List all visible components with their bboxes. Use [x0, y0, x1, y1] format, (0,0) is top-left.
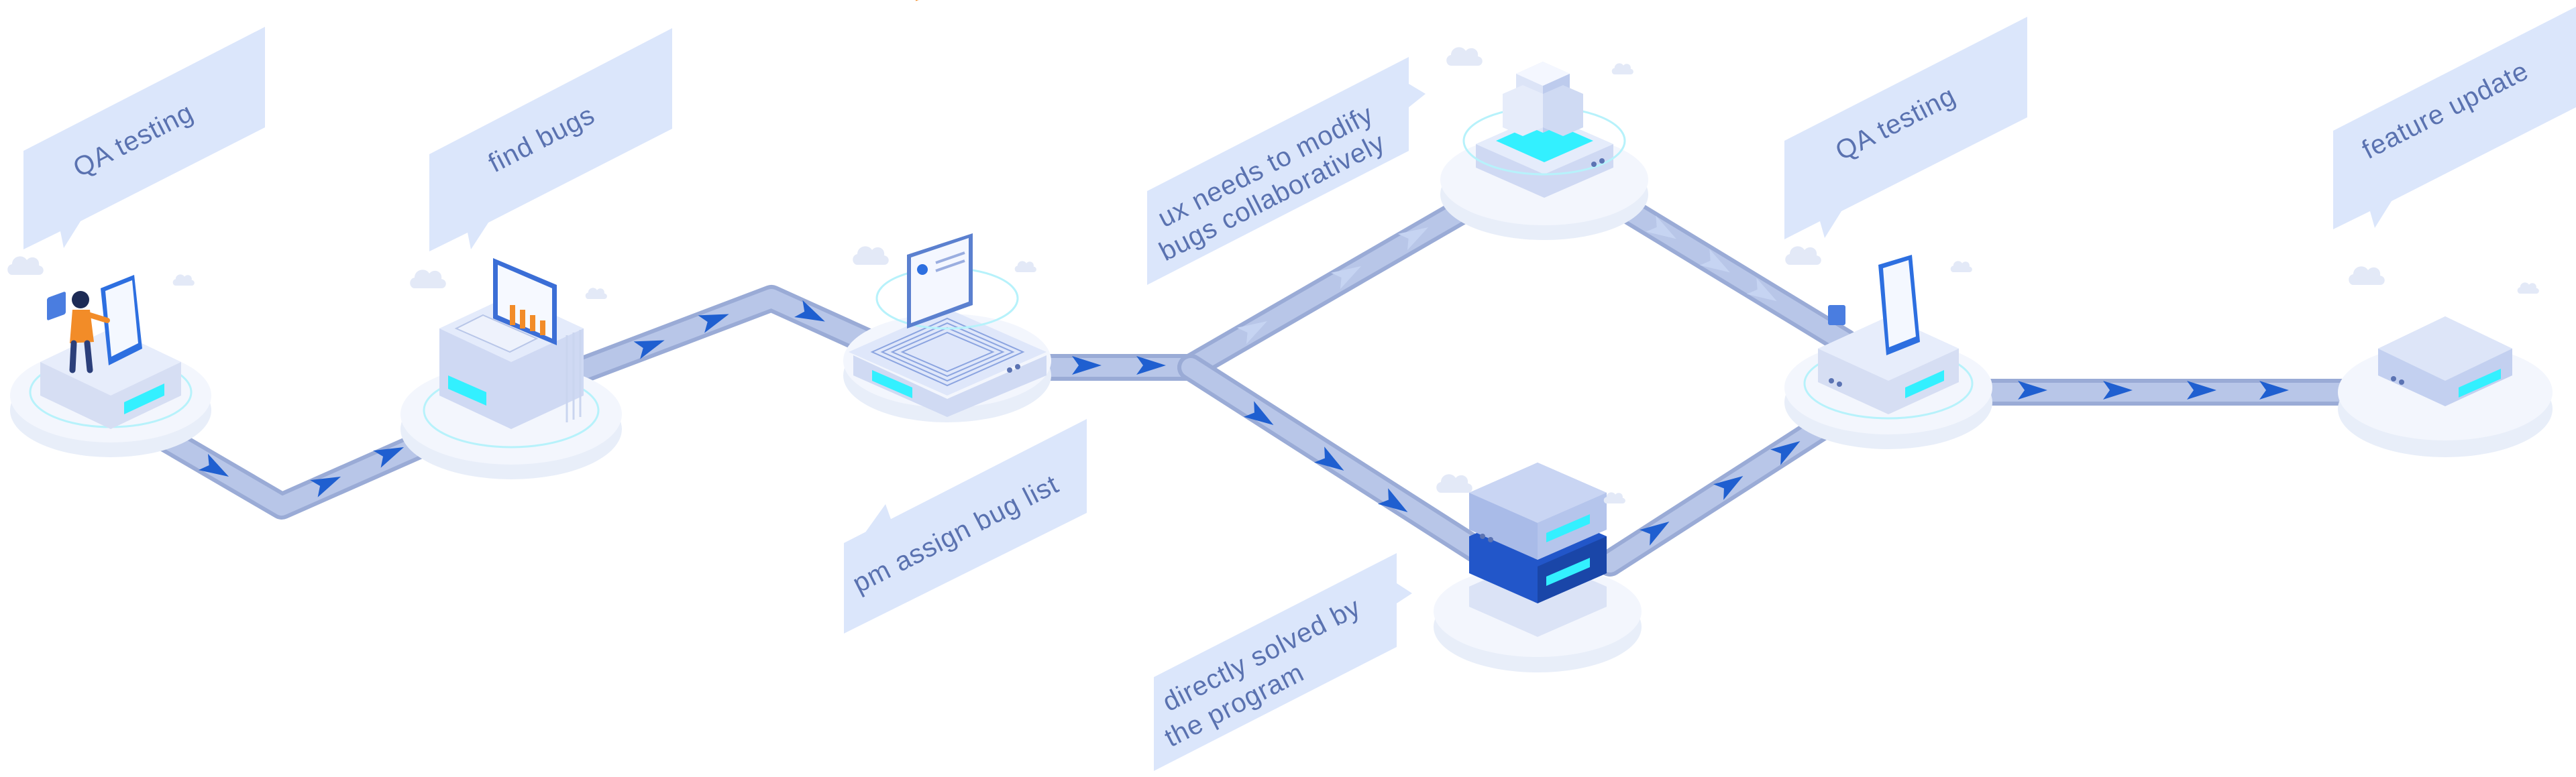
cloud-icon: [2517, 282, 2539, 294]
cloud-icon: [585, 288, 607, 299]
smartphone-icon: [101, 275, 142, 365]
node-feature-update: [2338, 266, 2553, 457]
smartphone-icon: [1878, 255, 1920, 355]
cloud-icon: [410, 270, 446, 288]
node-pm-dashboard: [843, 0, 1051, 422]
cloud-icon: [7, 256, 44, 275]
server-stack-icon: [1469, 463, 1607, 603]
cloud-icon: [853, 246, 889, 265]
bubble-program-branch: directly solved by the program: [1154, 553, 1412, 771]
cloud-icon: [1950, 261, 1972, 272]
bubble-find-bugs: find bugs: [429, 28, 672, 251]
cloud-icon: [172, 274, 195, 286]
node-program-server: [1434, 463, 1642, 672]
cloud-icon: [1446, 47, 1483, 66]
node-qa-testing-2: [1784, 246, 1992, 449]
bubble-qa-testing-2: QA testing: [1784, 17, 2027, 239]
node-ux-cubes: [1440, 47, 1648, 240]
bubble-feature-update: feature update: [2333, 7, 2576, 229]
bubble-pm-assign: pm assign bug list: [844, 419, 1087, 634]
cube-stack-icon: [1503, 57, 1583, 136]
cloud-icon: [2349, 266, 2385, 285]
person-with-phone-icon: [69, 291, 110, 373]
dashboard-panel-icon: [907, 0, 973, 328]
cloud-icon: [1785, 246, 1821, 265]
monitor-chart-icon: [454, 258, 557, 353]
cloud-icon: [1014, 261, 1036, 272]
node-qa-testing-1: [7, 256, 211, 457]
node-find-bugs: [400, 258, 622, 479]
cloud-icon: [1436, 474, 1472, 493]
cloud-icon: [1603, 492, 1625, 503]
cloud-icon: [1611, 63, 1633, 74]
bubble-qa-testing-1: QA testing: [23, 27, 265, 249]
